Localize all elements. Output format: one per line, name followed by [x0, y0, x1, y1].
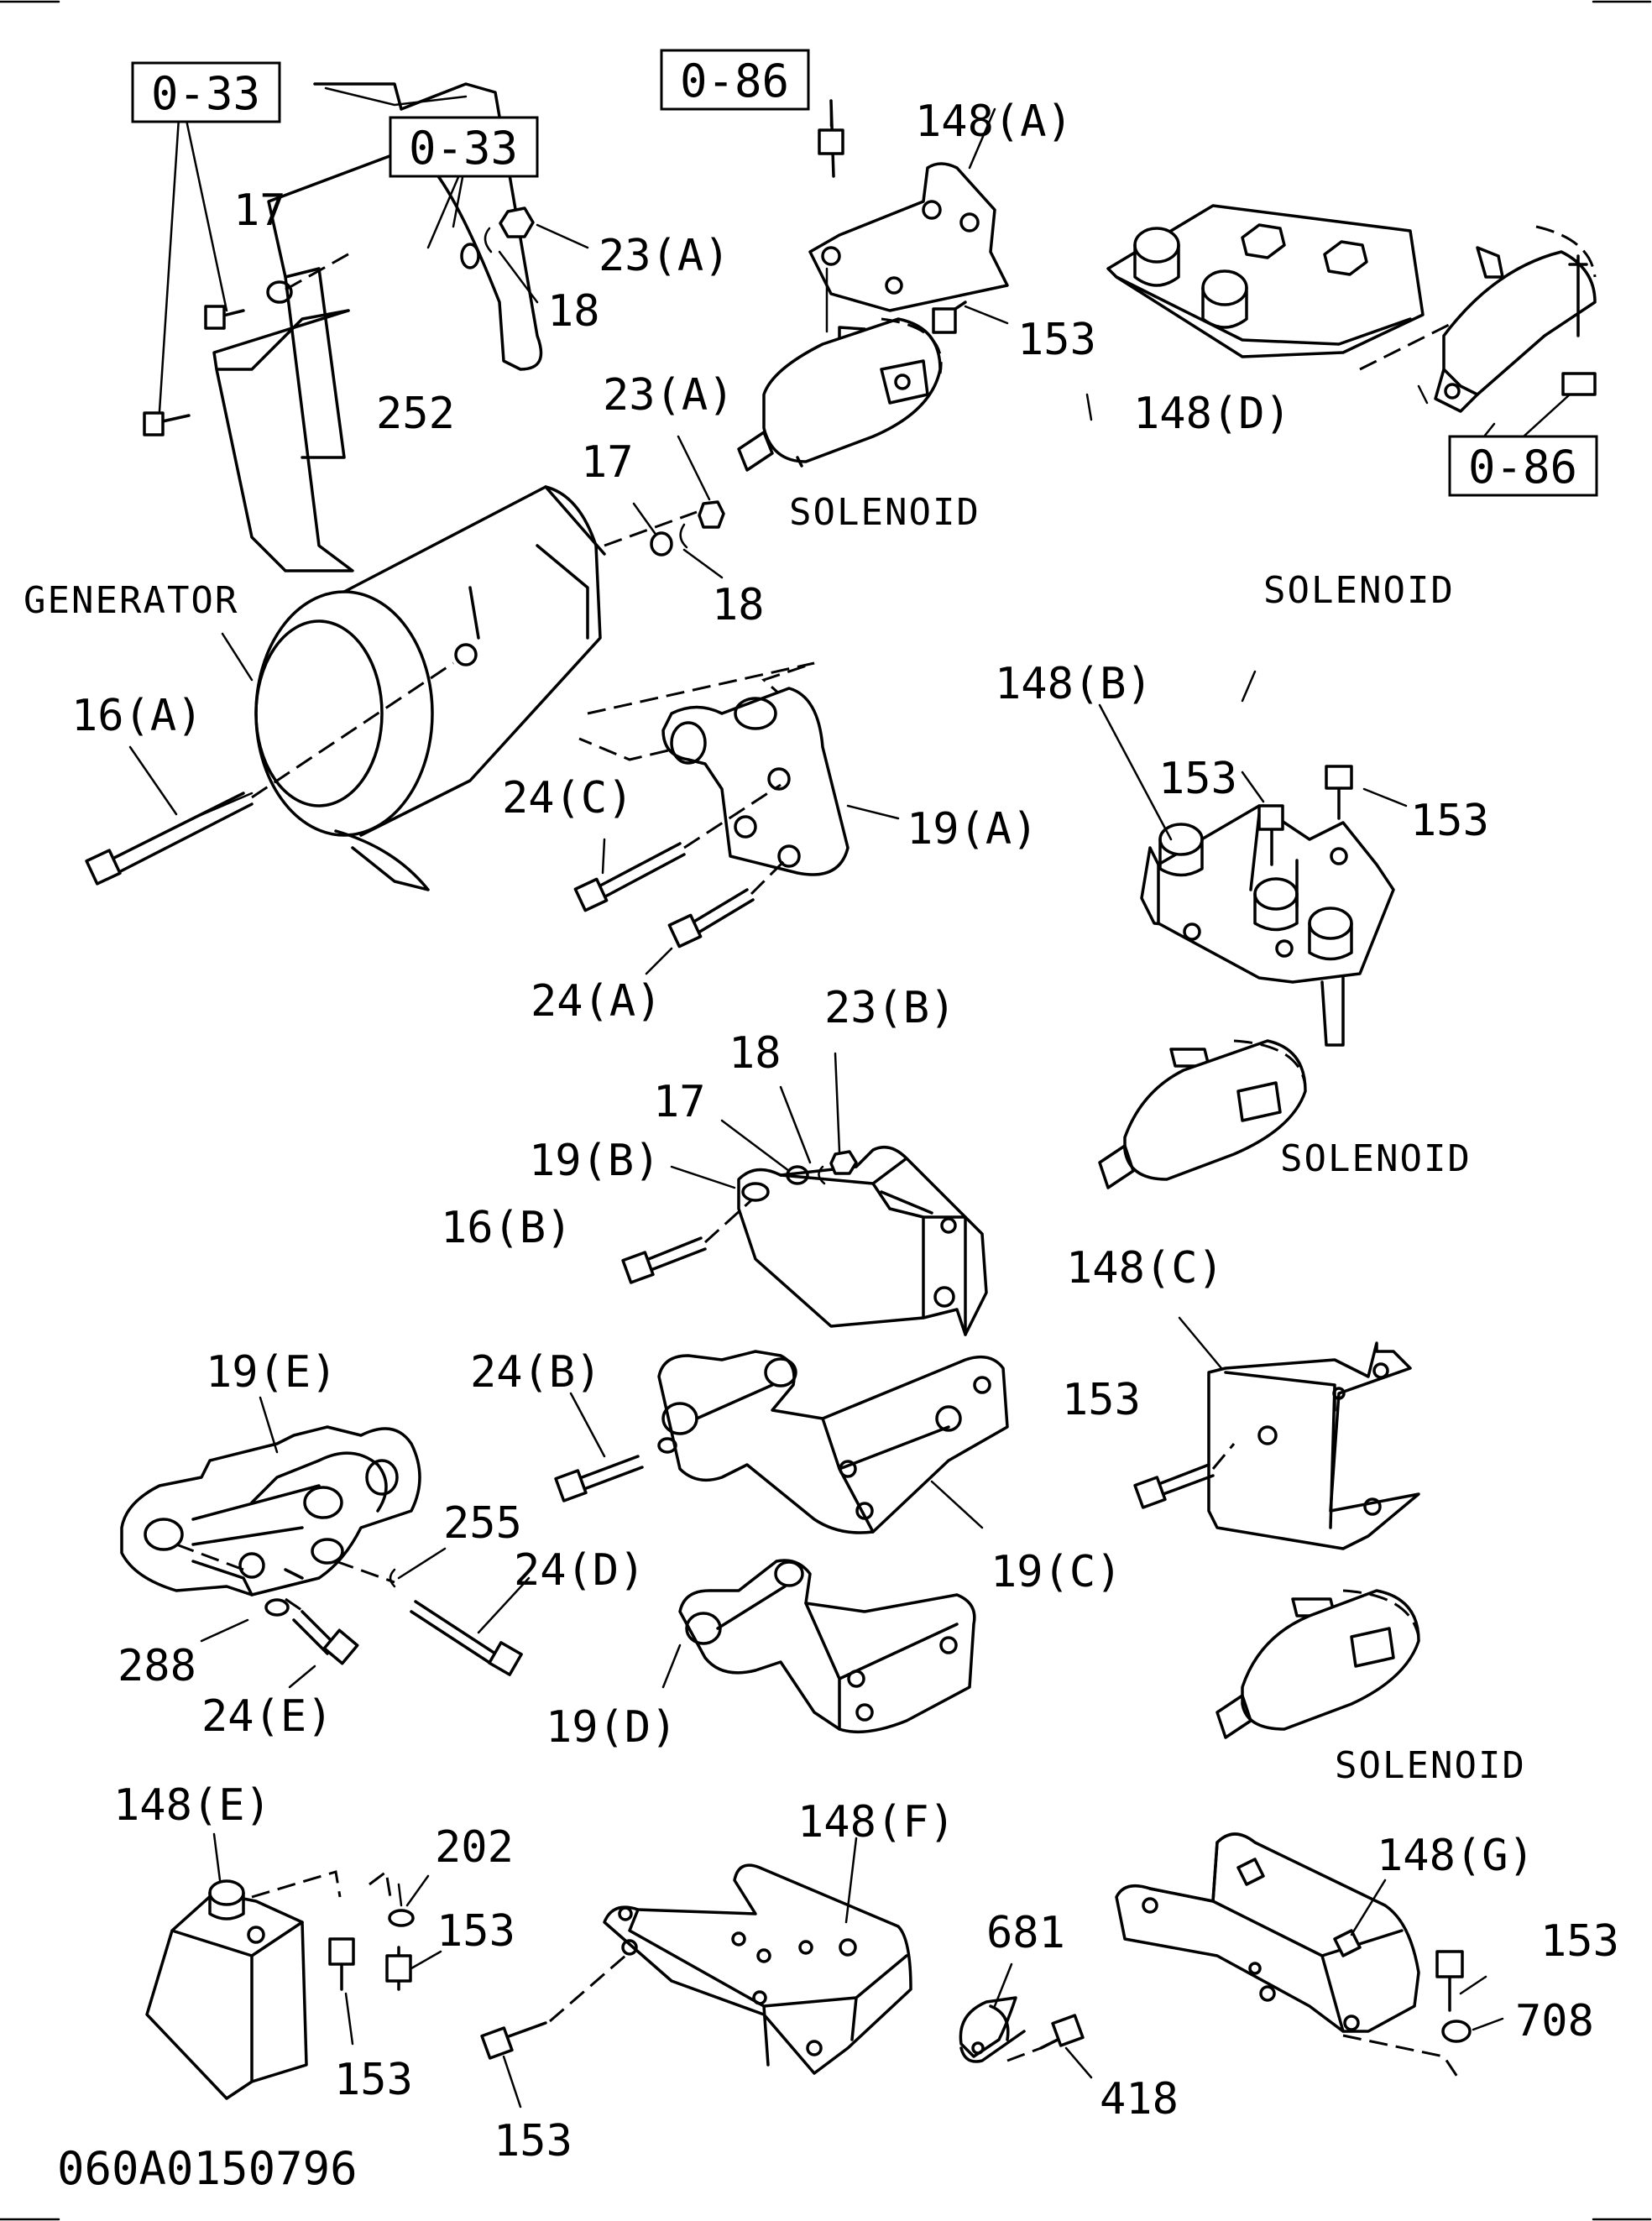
part-label: 19(C): [991, 1547, 1122, 1597]
part-label: 148(G): [1377, 1831, 1534, 1881]
part-label: 681: [986, 1908, 1065, 1958]
part-label: 418: [1100, 2074, 1179, 2124]
solenoid-label: SOLENOID: [1280, 1137, 1472, 1180]
bracket-148B-assembly: [1098, 703, 1408, 1189]
part-label: 24(A): [531, 976, 662, 1027]
bracket-148G-assembly: [1115, 1832, 1504, 2083]
part-label: 153: [1540, 1916, 1619, 1967]
part-label: 148(C): [1066, 1243, 1224, 1293]
diagram-id: 060A0150796: [57, 2142, 358, 2195]
part-label: 19(D): [546, 1702, 677, 1753]
part-label: 24(E): [201, 1691, 333, 1742]
part-label: 19(B): [529, 1136, 661, 1186]
bracket-148D-assembly: [1106, 204, 1597, 438]
part-label: 148(D): [1133, 389, 1291, 439]
part-label: 23(B): [824, 983, 956, 1033]
part-label: 148(A): [915, 97, 1073, 147]
part-label: 18: [712, 580, 765, 630]
part-label: 148(F): [797, 1797, 955, 1847]
bracket-19B-assembly: [621, 1052, 988, 1336]
bracket-19E-assembly: [120, 1396, 531, 1689]
part-label: 23(A): [603, 370, 735, 421]
part-label: 16(B): [441, 1203, 572, 1253]
part-label: 24(D): [514, 1545, 646, 1596]
part-label: 23(A): [599, 231, 730, 281]
part-label: 153: [1017, 315, 1096, 365]
part-label: 148(B): [995, 659, 1153, 709]
bracket-19C-assembly: [554, 1350, 1009, 1534]
part-label: 24(C): [502, 773, 634, 823]
part-label: 202: [435, 1822, 514, 1873]
part-label: 17: [581, 437, 634, 488]
solenoid-label: SOLENOID: [789, 491, 980, 534]
reference-box-d: 0-86: [1448, 435, 1598, 497]
part-label: 288: [118, 1641, 196, 1691]
part-label: 19(A): [907, 804, 1038, 854]
generator-assembly: [85, 82, 900, 975]
part-label: 148(E): [113, 1780, 271, 1831]
svg-text:0-86: 0-86: [1468, 441, 1577, 494]
solenoid-label: SOLENOID: [1335, 1744, 1526, 1787]
part-label: 18: [547, 286, 600, 337]
solenoid-label: SOLENOID: [1263, 569, 1455, 612]
bracket-148C-assembly: [1133, 1316, 1420, 1739]
part-label: 153: [334, 2055, 413, 2105]
part-label: 17: [653, 1077, 706, 1127]
reference-box-a: 0-33: [131, 61, 281, 123]
bracket-148E-assembly: [145, 1832, 442, 2100]
part-label: 153: [494, 2116, 572, 2166]
reference-box-c: 0-86: [660, 49, 810, 111]
svg-text:0-33: 0-33: [409, 122, 518, 175]
part-labels: 17 23(A) 18 252 23(A) 17 18 16(A) 24(C) …: [71, 97, 1619, 2166]
part-label: 16(A): [71, 691, 203, 741]
generator-label: GENERATOR: [24, 579, 238, 622]
bracket-148F-assembly: [480, 1837, 912, 2109]
part-label: 18: [729, 1028, 782, 1079]
part-label: 153: [1158, 754, 1237, 804]
part-label: 255: [443, 1498, 522, 1549]
svg-text:0-86: 0-86: [680, 55, 789, 107]
part-label: 708: [1515, 1996, 1594, 2046]
bracket-19D-assembly: [661, 1559, 976, 1734]
part-label: 153: [1062, 1375, 1141, 1425]
bracket-148A-assembly: [737, 99, 1009, 472]
part-label: 252: [376, 389, 455, 439]
clip-681-assembly: [959, 1962, 1093, 2079]
part-label: 153: [1410, 796, 1489, 846]
part-label: 17: [233, 186, 286, 236]
part-label: 24(B): [470, 1347, 602, 1398]
leader-lines: [829, 99, 1496, 703]
part-label: 19(E): [206, 1347, 337, 1398]
svg-text:0-33: 0-33: [151, 67, 260, 120]
part-label: 153: [437, 1906, 515, 1957]
reference-box-b: 0-33: [389, 116, 539, 178]
